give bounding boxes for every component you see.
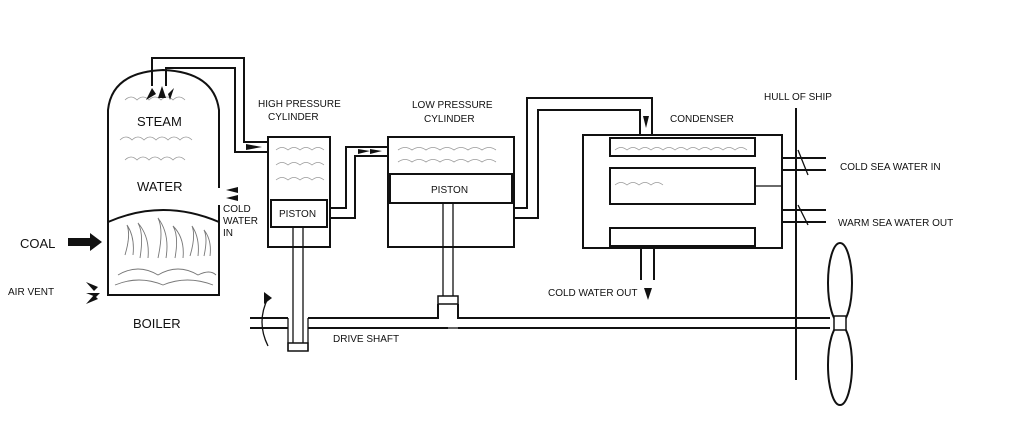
label-cold-water-in-1: COLD	[223, 204, 251, 215]
label-high-pressure-2: CYLINDER	[268, 112, 319, 123]
lp-piston	[389, 173, 513, 204]
pipe-lp-to-condenser	[514, 97, 653, 219]
cold-water-in-arrows	[226, 187, 238, 201]
drive-shaft	[250, 304, 830, 351]
label-coal: COAL	[20, 236, 55, 251]
label-low-pressure-2: CYLINDER	[424, 114, 475, 125]
label-boiler: BOILER	[133, 316, 181, 331]
label-air-vent: AIR VENT	[8, 287, 54, 298]
hp-piston	[270, 199, 328, 228]
steam-clouds	[119, 96, 193, 161]
condenser	[582, 134, 783, 300]
label-warm-sea-water-out: WARM SEA WATER OUT	[838, 218, 953, 229]
lp-piston-rod	[437, 203, 459, 305]
water-line	[107, 209, 220, 223]
label-piston-lp: PISTON	[431, 185, 468, 196]
label-cold-water-out: COLD WATER OUT	[548, 288, 637, 299]
label-high-pressure-1: HIGH PRESSURE	[258, 99, 341, 110]
label-drive-shaft: DRIVE SHAFT	[333, 334, 399, 345]
steam-outlet-arrows	[146, 86, 174, 100]
fire	[114, 217, 217, 286]
coal-arrow	[68, 233, 102, 251]
label-piston-hp: PISTON	[279, 209, 316, 220]
label-cold-water-in-3: IN	[223, 228, 233, 239]
label-cold-sea-water-in: COLD SEA WATER IN	[840, 162, 941, 173]
pipe-hp-to-lp	[330, 146, 388, 219]
low-pressure-cylinder	[387, 136, 515, 248]
high-pressure-cylinder	[267, 136, 331, 248]
air-vent-arrows	[86, 282, 100, 304]
boiler	[107, 68, 220, 296]
sea-water-pipes	[782, 149, 826, 226]
label-cold-water-in-2: WATER	[223, 216, 258, 227]
label-condenser: CONDENSER	[670, 114, 734, 125]
label-steam: STEAM	[137, 114, 182, 129]
steam-pipe-boiler-to-hp	[151, 57, 268, 153]
label-water: WATER	[137, 179, 183, 194]
label-hull-of-ship: HULL OF SHIP	[764, 92, 832, 103]
propeller	[827, 242, 853, 406]
label-low-pressure-1: LOW PRESSURE	[412, 100, 493, 111]
rotation-arrow-icon	[261, 292, 272, 347]
